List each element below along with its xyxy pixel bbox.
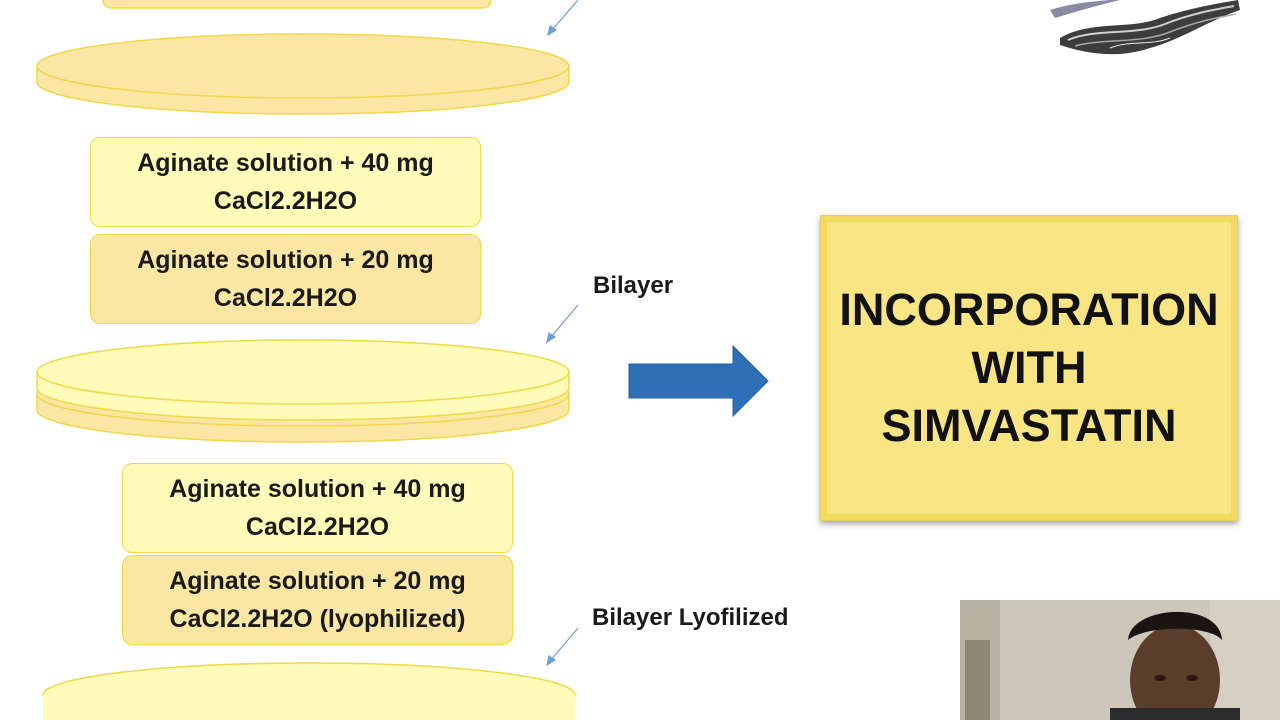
connector-arrow-top bbox=[547, 0, 579, 37]
bilayer-label: Bilayer bbox=[593, 272, 674, 299]
simvastatin-incorporation-box: INCORPORATION WITH SIMVASTATIN bbox=[820, 215, 1238, 521]
right-arrow-icon bbox=[628, 344, 769, 418]
recipe-line1: Aginate solution + 40 mg bbox=[169, 475, 466, 503]
result-line3: SIMVASTATIN bbox=[881, 400, 1177, 451]
recipe-box-40mg-1: Aginate solution + 40 mg CaCl2.2H2O bbox=[90, 137, 481, 227]
disc-bilayer bbox=[36, 339, 570, 443]
recipe-line1: Aginate solution + 40 mg bbox=[137, 149, 434, 177]
recipe-box-20mg-lyophilized: Aginate solution + 20 mg CaCl2.2H2O (lyo… bbox=[122, 555, 513, 645]
webcam-video-overlay bbox=[960, 600, 1280, 720]
recipe-line2: CaCl2.2H2O bbox=[213, 284, 358, 312]
result-line1: INCORPORATION bbox=[839, 284, 1219, 335]
recipe-line2: CaCl2.2H2O bbox=[245, 513, 390, 541]
recipe-line1: Aginate solution + 20 mg bbox=[137, 246, 434, 274]
recipe-line2: CaCl2.2H2O bbox=[213, 187, 358, 215]
result-line2: WITH bbox=[971, 342, 1087, 393]
connector-arrow-bilayer bbox=[546, 304, 579, 344]
disc-top bbox=[36, 33, 570, 115]
bilayer-lyofilized-label: Bilayer Lyofilized bbox=[592, 604, 789, 631]
disc-lyofilized bbox=[42, 662, 576, 720]
webcam-person-image bbox=[960, 600, 1280, 720]
recipe-box-40mg-2: Aginate solution + 40 mg CaCl2.2H2O bbox=[122, 463, 513, 553]
scaffold-image bbox=[1050, 0, 1240, 55]
recipe-box-20mg-1: Aginate solution + 20 mg CaCl2.2H2O bbox=[90, 234, 481, 324]
recipe-line1: Aginate solution + 20 mg bbox=[169, 567, 466, 595]
connector-arrow-lyofilized bbox=[546, 627, 579, 667]
recipe-line2: CaCl2.2H2O (lyophilized) bbox=[169, 605, 466, 633]
top-partial-box bbox=[102, 0, 492, 9]
